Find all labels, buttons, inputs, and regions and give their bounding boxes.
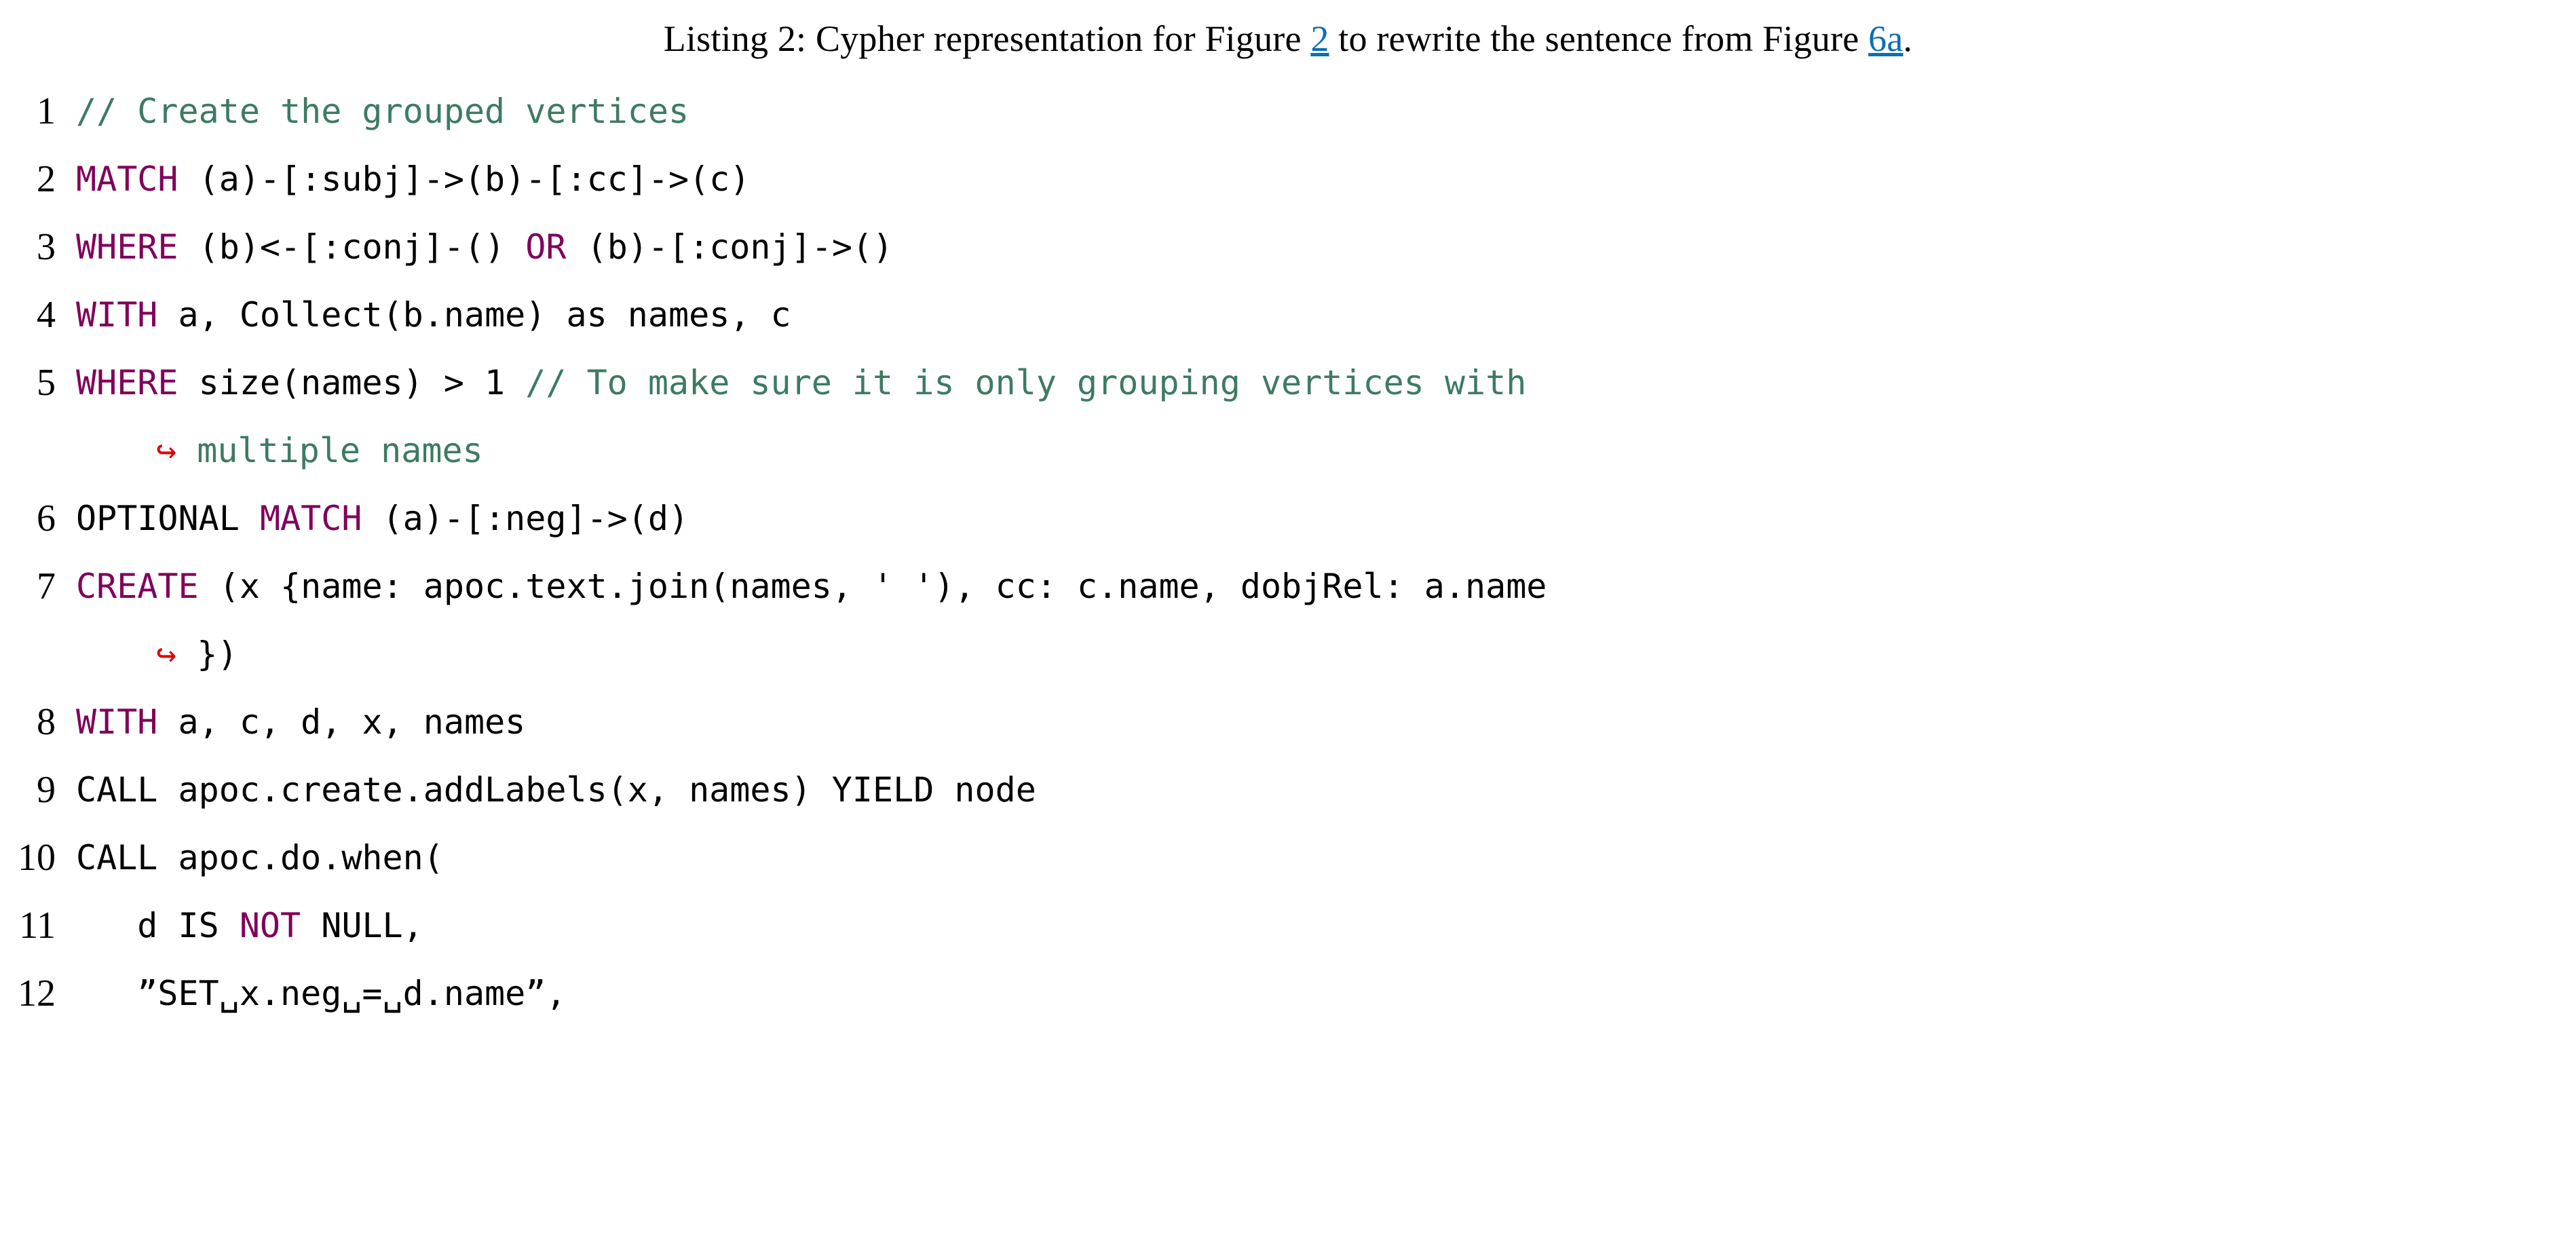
code-token-keyword: OR	[525, 227, 567, 267]
code-token-keyword: WHERE	[76, 363, 178, 402]
line-number: 11	[19, 905, 56, 947]
line-number: 12	[18, 972, 56, 1014]
code-token-keyword: WHERE	[76, 227, 178, 267]
listing-caption: Listing 2: Cypher representation for Fig…	[0, 0, 2576, 72]
code-text: CALL apoc.do.when(	[76, 824, 2576, 892]
code-token-plain: (b)<-[:conj]-()	[178, 227, 526, 267]
code-token-plain: size(names) > 1	[178, 363, 526, 402]
code-line: 9 CALL apoc.create.addLabels(x, names) YI…	[12, 756, 2576, 824]
code-text: OPTIONAL MATCH (a)-[:neg]->(d)	[76, 485, 2576, 552]
code-token-plain: })	[176, 634, 238, 674]
figure-6a-reference-link[interactable]: 6a	[1868, 18, 1903, 59]
code-token-keyword: MATCH	[76, 159, 178, 199]
code-line: 5 WHERE size(names) > 1 // To make sure i…	[12, 349, 2576, 417]
code-token-wrap-arrow: ↪	[156, 634, 177, 674]
line-number: 2	[37, 158, 56, 200]
code-token-plain: (x {name: apoc.text.join(names, ' '), cc…	[198, 567, 1547, 606]
caption-suffix: .	[1903, 18, 1913, 59]
code-line: 7 CREATE (x {name: apoc.text.join(names, …	[12, 552, 2576, 620]
code-token-keyword: MATCH	[259, 499, 362, 538]
code-line: 11 d IS NOT NULL,	[12, 892, 2576, 960]
code-token-plain: a, Collect(b.name) as names, c	[157, 295, 791, 335]
code-token-plain: CALL apoc.create.addLabels(x, names) YIE…	[76, 770, 1036, 810]
code-text: ↪ })	[76, 620, 2576, 688]
code-line: 12 ”SET␣x.neg␣=␣d.name”,	[12, 960, 2576, 1027]
code-text: WHERE size(names) > 1 // To make sure it…	[76, 349, 2576, 417]
code-text: CREATE (x {name: apoc.text.join(names, '…	[76, 552, 2576, 620]
code-wrap-line: ↪ })	[12, 620, 2576, 688]
code-token-comment: multiple names	[176, 431, 483, 470]
code-text: // Create the grouped vertices	[76, 77, 2576, 145]
line-number: 9	[37, 769, 56, 811]
line-number: 7	[37, 565, 56, 607]
code-line: 2 MATCH (a)-[:subj]->(b)-[:cc]->(c)	[12, 145, 2576, 213]
line-number: 10	[18, 837, 56, 879]
code-line: 6 OPTIONAL MATCH (a)-[:neg]->(d)	[12, 485, 2576, 552]
line-number: 6	[37, 497, 56, 539]
code-token-keyword: WITH	[76, 295, 158, 335]
code-token-plain: (a)-[:neg]->(d)	[362, 499, 689, 538]
code-line: 8 WITH a, c, d, x, names	[12, 688, 2576, 756]
code-token-plain: (b)-[:conj]->()	[566, 227, 894, 267]
line-number: 1	[37, 90, 56, 132]
code-token-plain: (a)-[:subj]->(b)-[:cc]->(c)	[178, 159, 751, 199]
code-text: ↪ multiple names	[76, 417, 2576, 485]
code-token-plain: a, c, d, x, names	[157, 702, 526, 742]
line-number: 8	[37, 701, 56, 743]
code-wrap-line: ↪ multiple names	[12, 417, 2576, 485]
code-token-plain: CALL apoc.do.when(	[76, 838, 444, 877]
code-token-wrap-arrow: ↪	[156, 431, 177, 470]
code-token-keyword: NOT	[239, 906, 301, 945]
code-line: 4 WITH a, Collect(b.name) as names, c	[12, 281, 2576, 349]
code-text: MATCH (a)-[:subj]->(b)-[:cc]->(c)	[76, 145, 2576, 213]
code-text: d IS NOT NULL,	[76, 892, 2576, 960]
figure-2-reference-link[interactable]: 2	[1310, 18, 1329, 59]
code-text: ”SET␣x.neg␣=␣d.name”,	[76, 960, 2576, 1027]
code-token-plain: d IS	[76, 906, 240, 945]
line-number: 5	[37, 362, 56, 404]
code-text: WITH a, c, d, x, names	[76, 688, 2576, 756]
caption-prefix: Listing 2: Cypher representation for Fig…	[663, 18, 1311, 59]
line-number: 4	[37, 294, 56, 336]
code-token-plain: NULL,	[301, 906, 423, 945]
code-token-keyword: WITH	[76, 702, 158, 742]
caption-middle: to rewrite the sentence from Figure	[1329, 18, 1869, 59]
code-line: 1 // Create the grouped vertices	[12, 77, 2576, 145]
code-token-keyword: CREATE	[76, 567, 199, 606]
code-text: WITH a, Collect(b.name) as names, c	[76, 281, 2576, 349]
code-token-plain: ”SET␣x.neg␣=␣d.name”,	[76, 974, 567, 1013]
code-text: WHERE (b)<-[:conj]-() OR (b)-[:conj]->()	[76, 213, 2576, 281]
code-token-comment: // Create the grouped vertices	[76, 92, 689, 131]
code-token-comment: // To make sure it is only grouping vert…	[525, 363, 1527, 402]
code-line: 10 CALL apoc.do.when(	[12, 824, 2576, 892]
code-token-plain: OPTIONAL	[76, 499, 260, 538]
code-text: CALL apoc.create.addLabels(x, names) YIE…	[76, 756, 2576, 824]
code-line: 3 WHERE (b)<-[:conj]-() OR (b)-[:conj]->(…	[12, 213, 2576, 281]
line-number: 3	[37, 226, 56, 268]
